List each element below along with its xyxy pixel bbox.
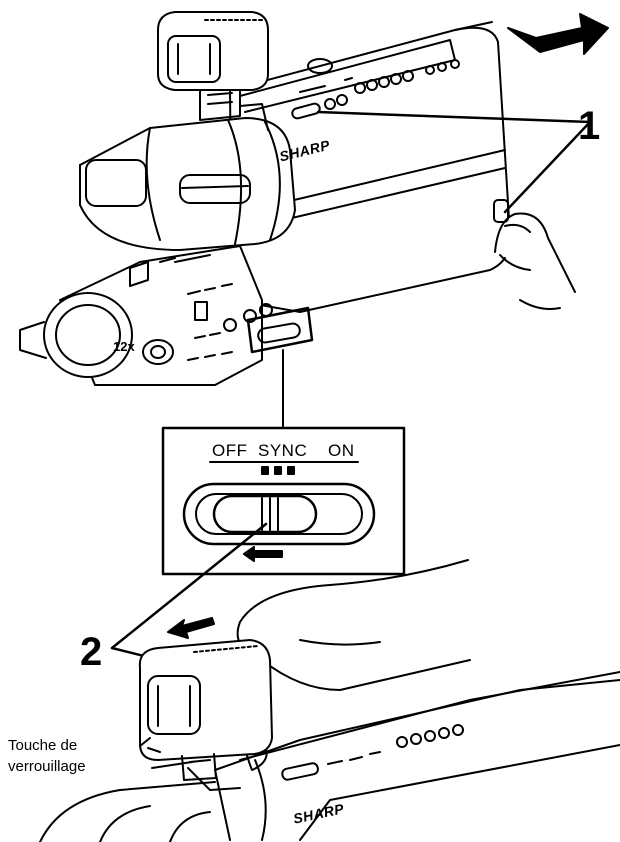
viewfinder-bottom	[138, 639, 273, 781]
viewfinder-top	[157, 11, 269, 121]
open-direction-arrow	[507, 13, 609, 55]
power-switch-body	[246, 306, 314, 354]
lens-assembly	[19, 245, 273, 386]
switch-knob	[212, 494, 318, 534]
camcorder-top	[19, 11, 609, 386]
hand-top	[493, 199, 576, 310]
switch-off-label: OFF	[212, 441, 248, 460]
lock-button-leader	[151, 761, 193, 769]
switch-zoom-box	[161, 426, 406, 576]
top-buttons-row	[291, 59, 460, 120]
step-2-label: 2	[80, 630, 103, 674]
callout-1-leaders	[316, 110, 592, 214]
zoom-ratio-label: 12x	[113, 339, 135, 354]
viewfinder-barrel	[79, 103, 296, 251]
step-1-label: 1	[578, 104, 601, 148]
switch-sync-label: SYNC	[258, 441, 308, 460]
switch-track	[182, 482, 376, 546]
slide-direction-arrow	[243, 546, 283, 562]
camcorder-bottom	[39, 559, 620, 842]
bottom-buttons-row	[281, 724, 464, 781]
lock-button-label-line2: verrouillage	[8, 758, 86, 775]
switch-on-label: ON	[328, 441, 355, 460]
push-direction-arrow	[167, 617, 215, 639]
lock-button-label-line1: Touche de	[8, 737, 78, 754]
